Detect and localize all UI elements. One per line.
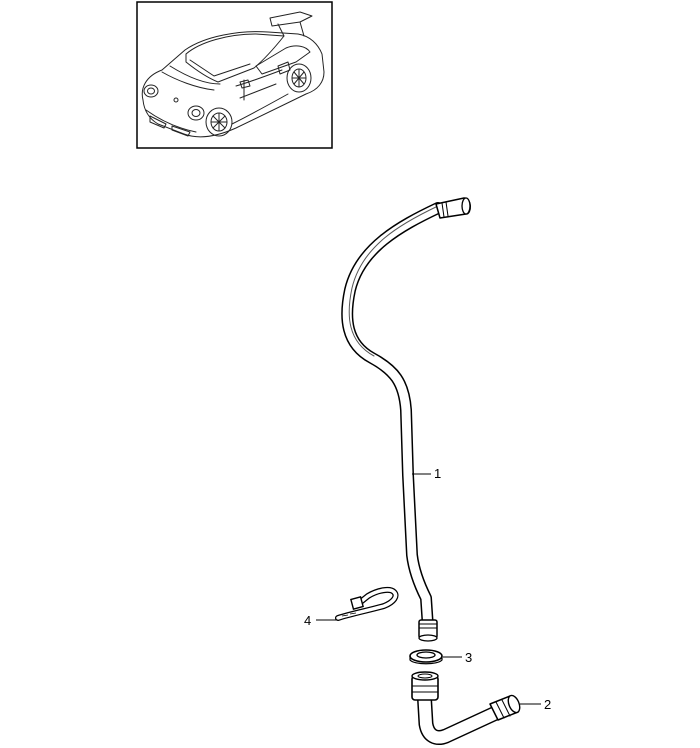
- hose-top-connector: [435, 197, 471, 219]
- callout-label-4: 4: [304, 613, 311, 628]
- callout-2: 2: [520, 697, 551, 712]
- callout-label-1: 1: [434, 466, 441, 481]
- seal-ring-part-3: [409, 649, 443, 665]
- hose-part-1: [341, 197, 471, 642]
- callout-4: 4: [304, 613, 338, 628]
- hose-shade: [348, 205, 439, 357]
- cable-tie-part-4: [335, 586, 399, 621]
- callout-1: 1: [412, 466, 441, 481]
- car-icon: [141, 11, 325, 138]
- callout-label-2: 2: [544, 697, 551, 712]
- hose-bottom-connector: [418, 619, 438, 642]
- callout-label-3: 3: [465, 650, 472, 665]
- thumbnail-frame: [136, 1, 333, 149]
- callout-3: 3: [443, 650, 472, 665]
- car-thumbnail: [136, 1, 333, 149]
- elbow-fill: [418, 684, 504, 744]
- hose-fill: [342, 203, 443, 633]
- elbow-pipe-part-2: [411, 671, 521, 745]
